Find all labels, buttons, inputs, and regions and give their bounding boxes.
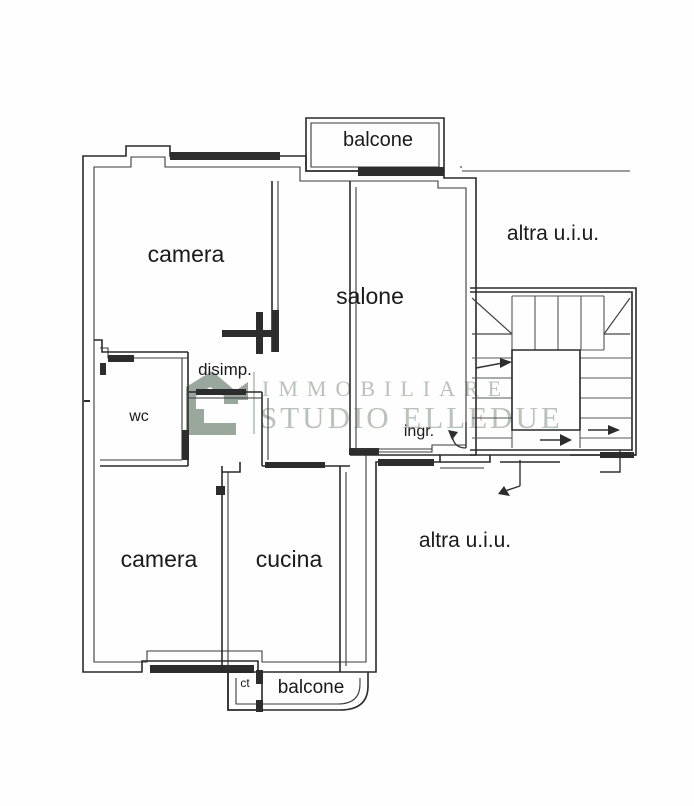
door-arrow-exit (498, 486, 510, 496)
label-ct: ct (240, 676, 250, 690)
opening-wc-top (108, 355, 134, 362)
lower-context-walls (378, 452, 636, 469)
stair-arrow-right (608, 425, 620, 435)
window-wc-left (84, 400, 90, 402)
label-camera-top: camera (148, 241, 225, 267)
ct-jamb-bottom (256, 700, 263, 712)
label-camera-bottom: camera (121, 546, 198, 572)
window-wc-upper-left (100, 363, 106, 375)
jamb-salone-bottom (349, 448, 379, 455)
partition-salone-ingresso (349, 181, 440, 456)
label-balcone-top: balcone (343, 129, 413, 151)
label-salone: salone (336, 283, 404, 309)
partition-camera-cucina (216, 462, 347, 672)
window-cucina-top (265, 462, 325, 468)
room-labels: balcone camera salone disimp. wc ingr. c… (121, 129, 599, 698)
label-wc: wc (128, 408, 149, 425)
watermark-line1: IMMOBILIARE (262, 376, 510, 401)
partition-camera-disimp (94, 339, 188, 362)
label-cucina: cucina (256, 546, 323, 572)
door-jamb-wc (182, 430, 189, 460)
label-altra-uiu-bottom: altra u.i.u. (419, 529, 511, 552)
door-jamb-camera (272, 310, 279, 352)
partition-camera-salone (222, 181, 279, 352)
ct-jamb-top (256, 670, 263, 684)
label-balcone-bottom: balcone (278, 677, 345, 698)
staircase-group (470, 291, 633, 451)
jamb-cucina-left (216, 486, 225, 495)
door-arrow-ingresso (448, 430, 458, 440)
window-openings (84, 152, 444, 673)
door-arrow-right-lower (560, 434, 572, 446)
window-lower-right (378, 459, 434, 466)
door-jamb-camera-2 (222, 330, 274, 337)
label-altra-uiu-top: altra u.i.u. (507, 222, 599, 245)
balcone-bottom-outline (227, 670, 369, 712)
door-swings (448, 422, 621, 496)
window-salone-top (358, 167, 444, 176)
window-camera-bottom (150, 665, 254, 673)
window-camera-top (170, 152, 280, 160)
house-roof-logo-icon (186, 371, 248, 435)
label-ingr: ingr. (404, 423, 434, 440)
disimp-stub (256, 312, 263, 354)
stair-arrow-left (500, 358, 512, 368)
wc-walls (100, 352, 189, 467)
door-jamb-disimp (196, 389, 246, 395)
label-disimp: disimp. (198, 360, 252, 379)
watermark-group: IMMOBILIARE STUDIO ELLEDUE (186, 371, 560, 435)
window-lower-far-right (600, 452, 634, 458)
